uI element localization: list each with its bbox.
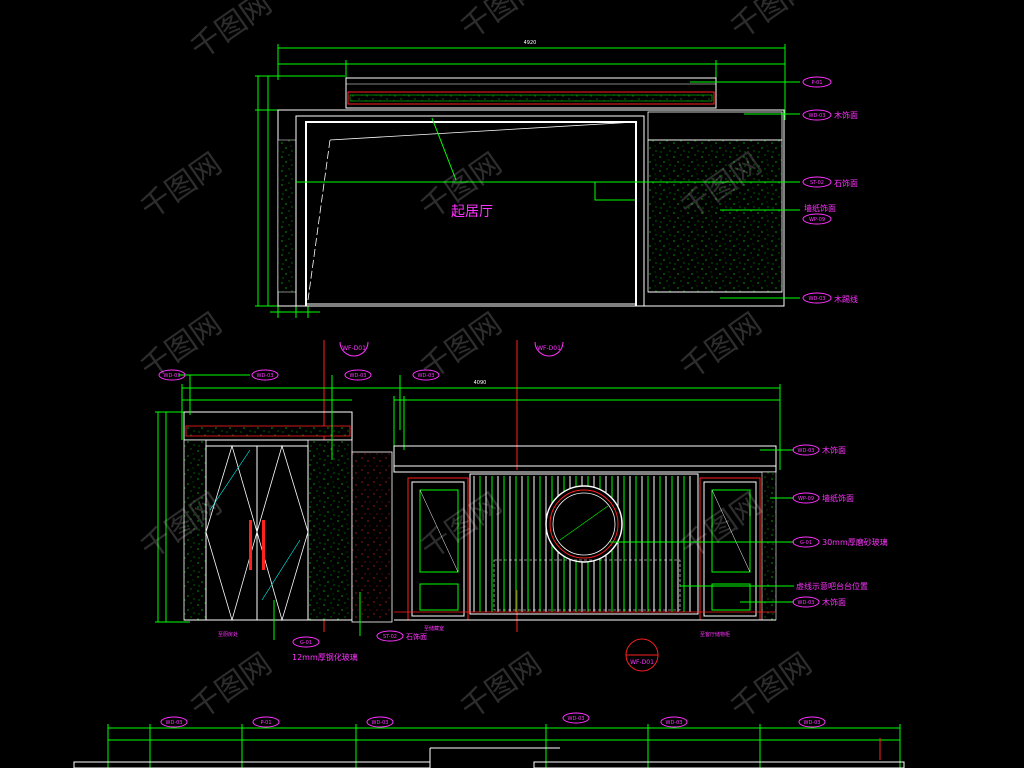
mid-right-tag-4-note: 虚线示意吧台台位置 (796, 581, 868, 591)
section-head-1: WF-D01 (339, 341, 369, 357)
section-head-2-label: WF-D01 (537, 345, 561, 352)
bottom-top-tag-2: P-01 (252, 716, 280, 728)
mid-top-tag-3-code: WD-03 (350, 373, 367, 379)
bottom-top-tag-3: WD-03 (366, 716, 394, 728)
room-label: 起居厅 (451, 204, 493, 220)
top-tag-1: P-01 (802, 76, 832, 88)
watermark-logo: 千图网 (415, 306, 509, 386)
mid-bottom-tag-stone-code: ST-02 (383, 634, 397, 640)
mid-bottom-tag-stone-note: 石饰面 (406, 632, 427, 641)
mid-bottom-tag-glass-code: G-01 (300, 640, 312, 646)
mid-right-tag-3-code: G-01 (800, 540, 812, 546)
mid-right-tag-3: G-01 30mm厚磨砂玻璃 (792, 536, 888, 548)
bottom-top-tag-4: WD-03 (562, 712, 590, 724)
mid-right-tag-2-code: WP-09 (798, 496, 814, 502)
mid-right-tag-5: WD-03 木饰面 (792, 596, 846, 608)
bottom-top-tag-1: WD-03 (160, 716, 188, 728)
top-tag-4: WP-09 墙纸饰面 (802, 203, 836, 225)
top-tag-2: WD-03 木饰面 (802, 109, 858, 121)
watermark-logo: 千图网 (675, 486, 769, 566)
bottom-elevation (73, 724, 905, 768)
top-tag-3: ST-02 石饰面 (802, 176, 858, 188)
bottom-label-kitchen: 至厨房处 (218, 631, 238, 638)
watermark-logo: 千图网 (455, 646, 549, 726)
top-tag-5: WD-03 木踢线 (802, 292, 858, 304)
watermark-logo: 千图网 (415, 486, 509, 566)
watermark-logo: 千图网 (135, 486, 229, 566)
bottom-top-tag-5-code: WD-03 (666, 720, 683, 726)
top-tag-4-note: 墙纸饰面 (804, 203, 836, 213)
mid-right-tag-5-code: WD-03 (798, 600, 815, 606)
mid-top-tag-1: WD-03 (158, 369, 186, 381)
overall-dimension-middle: 4090 (474, 380, 487, 386)
section-marker-bottom: WF-D01 (625, 638, 659, 672)
watermark-logo: 千图网 (185, 0, 279, 67)
bottom-top-tag-4-code: WD-03 (568, 716, 585, 722)
mid-bottom-tag-stone: ST-02 石饰面 (376, 630, 427, 642)
bottom-label-cabinet: 至客厅储物柜 (700, 631, 730, 638)
section-marker-label: WF-D01 (630, 659, 654, 666)
mid-top-tag-3: WD-03 (344, 369, 372, 381)
section-head-1-label: WF-D01 (342, 345, 366, 352)
top-elevation: 4920 起居厅 (255, 40, 800, 318)
watermark-logo: 千图网 (135, 146, 229, 226)
top-tag-2-note: 木饰面 (834, 110, 858, 120)
mid-right-tag-1-code: WD-03 (798, 448, 815, 454)
top-tag-5-code: WD-03 (809, 296, 826, 302)
middle-elevation: 4090 (155, 340, 794, 640)
mid-right-tag-2: WP-09 墙纸饰面 (792, 492, 854, 504)
mid-right-tag-1-note: 木饰面 (822, 445, 846, 455)
watermark-logo: 千图网 (185, 646, 279, 726)
section-head-2: WF-D01 (534, 341, 564, 357)
mid-right-tag-4: 虚线示意吧台台位置 (796, 581, 868, 591)
bottom-label-storage: 至储藏室 (424, 625, 444, 632)
bottom-top-tag-2-code: P-01 (260, 720, 271, 726)
bottom-top-tag-3-code: WD-03 (372, 720, 389, 726)
mid-top-tag-1-code: WD-03 (164, 373, 181, 379)
bottom-top-tag-5: WD-03 (660, 716, 688, 728)
mid-bottom-tag-glass: G-01 12mm厚钢化玻璃 (292, 636, 358, 662)
bottom-top-tag-6-code: WD-03 (804, 720, 821, 726)
top-tag-2-code: WD-03 (809, 113, 826, 119)
mid-right-tag-1: WD-03 木饰面 (792, 444, 846, 456)
mid-top-tag-4: WD-03 (412, 369, 440, 381)
mid-bottom-tag-glass-note: 12mm厚钢化玻璃 (292, 652, 358, 662)
watermark-layer: 千图网千图网千图网千图网千图网千图网千图网千图网千图网千图网千图网千图网千图网千… (135, 0, 819, 727)
mid-top-tag-4-code: WD-03 (418, 373, 435, 379)
top-tag-3-code: ST-02 (810, 180, 824, 186)
top-tag-4-code: WP-09 (809, 217, 825, 223)
mid-top-tag-2-code: WD-03 (257, 373, 274, 379)
watermark-logo: 千图网 (725, 646, 819, 726)
mid-right-tag-2-note: 墙纸饰面 (822, 493, 854, 503)
top-tag-3-note: 石饰面 (834, 178, 858, 188)
overall-dimension-top: 4920 (524, 40, 537, 46)
watermark-logo: 千图网 (675, 306, 769, 386)
mid-right-tag-5-note: 木饰面 (822, 597, 846, 607)
bottom-top-tag-1-code: WD-03 (166, 720, 183, 726)
watermark-logo: 千图网 (725, 0, 819, 47)
top-tag-1-code: P-01 (811, 80, 822, 86)
mid-top-tag-2: WD-03 (251, 369, 279, 381)
top-tag-5-note: 木踢线 (834, 294, 858, 304)
bottom-top-tag-6: WD-03 (798, 716, 826, 728)
mid-right-tag-3-note: 30mm厚磨砂玻璃 (822, 537, 888, 547)
